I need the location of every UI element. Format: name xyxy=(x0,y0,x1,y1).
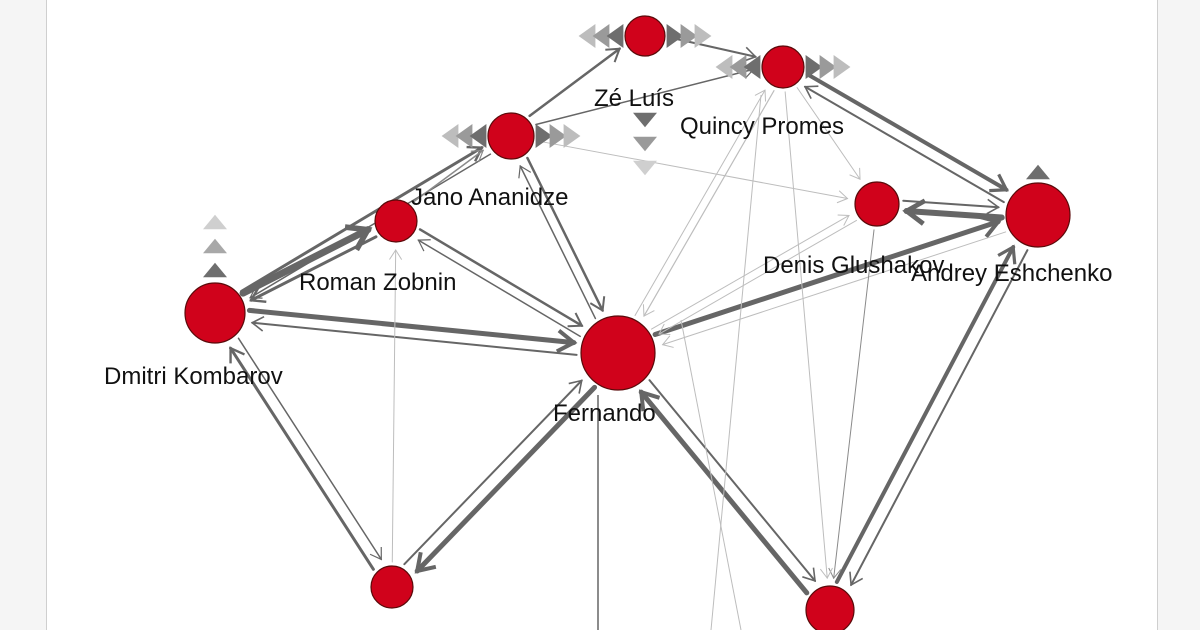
edge-bottom_left-to-fernando xyxy=(403,379,583,566)
edge-fernando-to-bottom_left xyxy=(414,384,598,574)
kombarov-loop-arrow-2 xyxy=(203,262,227,278)
diagram-frame: Zé Luís Quincy Promes Jano Ananidze Roma… xyxy=(46,0,1158,630)
edge-glushakov-to-eshchenko xyxy=(902,198,1000,215)
edge-tail-2 xyxy=(680,319,742,630)
edge-promes-to-eshchenko xyxy=(805,72,1009,193)
label-ananidze: Jano Ananidze xyxy=(411,184,568,211)
promes-loop-right-arrow-1 xyxy=(819,55,837,79)
zeluis-loop-left-arrow-1 xyxy=(592,24,610,48)
promes-loop-down-arrow-1 xyxy=(633,136,657,152)
zeluis-loop-right-arrow-2 xyxy=(694,24,712,48)
node-glushakov[interactable] xyxy=(854,181,900,227)
node-bottom-right[interactable] xyxy=(805,585,855,630)
edge-bottom_left-to-kombarov xyxy=(229,346,375,571)
ananidze-loop-left-arrow-0 xyxy=(441,124,459,148)
edge-kombarov-to-bottom_left xyxy=(237,337,383,561)
kombarov-loop-arrow-0 xyxy=(203,214,227,230)
edge-zobnin-to-fernando xyxy=(418,228,584,328)
kombarov-loop-arrow-1 xyxy=(203,238,227,254)
label-eshchenko: Andrey Eshchenko xyxy=(911,260,1112,287)
promes-loop-down-arrow-2 xyxy=(633,160,657,176)
edge-kombarov-to-fernando xyxy=(246,307,578,354)
edge-promes-to-bottom_right xyxy=(784,91,833,580)
node-fernando[interactable] xyxy=(580,315,656,391)
edge-ananidze-to-glushakov xyxy=(537,140,849,204)
label-promes: Quincy Promes xyxy=(680,113,844,140)
edge-zobnin-to-ananidze xyxy=(412,149,484,203)
eshchenko-loop-arrow-0 xyxy=(1026,164,1050,180)
arrow-markers-layer xyxy=(203,24,1050,278)
edge-fernando-to-bottom_right xyxy=(648,379,817,583)
promes-loop-right-arrow-0 xyxy=(805,55,823,79)
edges-layer xyxy=(229,36,1029,630)
zeluis-loop-left-arrow-0 xyxy=(578,24,596,48)
zeluis-loop-right-arrow-1 xyxy=(680,24,698,48)
label-fernando: Fernando xyxy=(553,400,656,427)
passing-network: Zé Luís Quincy Promes Jano Ananidze Roma… xyxy=(104,15,1112,630)
edge-fernando-to-promes xyxy=(634,89,767,316)
promes-loop-left-arrow-2 xyxy=(743,55,761,79)
edge-ananidze-to-zeluis xyxy=(528,47,622,118)
node-promes[interactable] xyxy=(761,45,805,89)
node-zeluis[interactable] xyxy=(624,15,666,57)
edge-zobnin-to-kombarov xyxy=(249,235,378,304)
node-kombarov[interactable] xyxy=(184,282,246,344)
node-eshchenko[interactable] xyxy=(1005,182,1071,248)
label-zobnin: Roman Zobnin xyxy=(299,269,456,296)
edge-promes-to-fernando xyxy=(642,90,775,317)
edge-glushakov-to-fernando xyxy=(658,219,857,336)
node-ananidze[interactable] xyxy=(487,112,535,160)
ananidze-loop-left-arrow-1 xyxy=(455,124,473,148)
edge-eshchenko-to-promes xyxy=(803,85,1005,204)
edge-ananidze-to-kombarov xyxy=(249,153,492,299)
edge-eshchenko-to-fernando xyxy=(661,231,1007,348)
ananidze-loop-right-arrow-2 xyxy=(563,124,581,148)
edge-promes-to-glushakov xyxy=(796,87,861,181)
edge-fernando-to-glushakov xyxy=(651,214,850,330)
edge-eshchenko-to-bottom_right xyxy=(849,249,1029,587)
promes-loop-left-arrow-0 xyxy=(715,55,733,79)
edge-fernando-to-ananidze xyxy=(518,165,597,320)
promes-loop-down-arrow-0 xyxy=(633,112,657,128)
label-zeluis: Zé Luís xyxy=(594,85,674,112)
edge-ananidze-to-fernando xyxy=(526,156,606,313)
zeluis-loop-right-arrow-0 xyxy=(666,24,684,48)
promes-loop-left-arrow-1 xyxy=(729,55,747,79)
edge-fernando-to-zobnin xyxy=(417,239,581,338)
promes-loop-right-arrow-2 xyxy=(833,55,851,79)
zeluis-loop-left-arrow-2 xyxy=(606,24,624,48)
ananidze-loop-left-arrow-2 xyxy=(469,124,487,148)
ananidze-loop-right-arrow-1 xyxy=(549,124,567,148)
node-bottom-left[interactable] xyxy=(370,565,414,609)
edge-fernando-to-kombarov xyxy=(250,315,578,356)
edge-bottom_right-to-eshchenko xyxy=(834,244,1017,584)
edge-bottom_left-to-zobnin xyxy=(389,249,403,563)
label-glushakov: Denis Glushakov xyxy=(763,252,944,279)
ananidze-loop-right-arrow-0 xyxy=(535,124,553,148)
edge-tail-1 xyxy=(710,94,762,630)
edge-fernando-to-eshchenko xyxy=(652,214,1002,338)
node-zobnin[interactable] xyxy=(374,199,418,243)
label-kombarov: Dmitri Kombarov xyxy=(104,363,283,390)
